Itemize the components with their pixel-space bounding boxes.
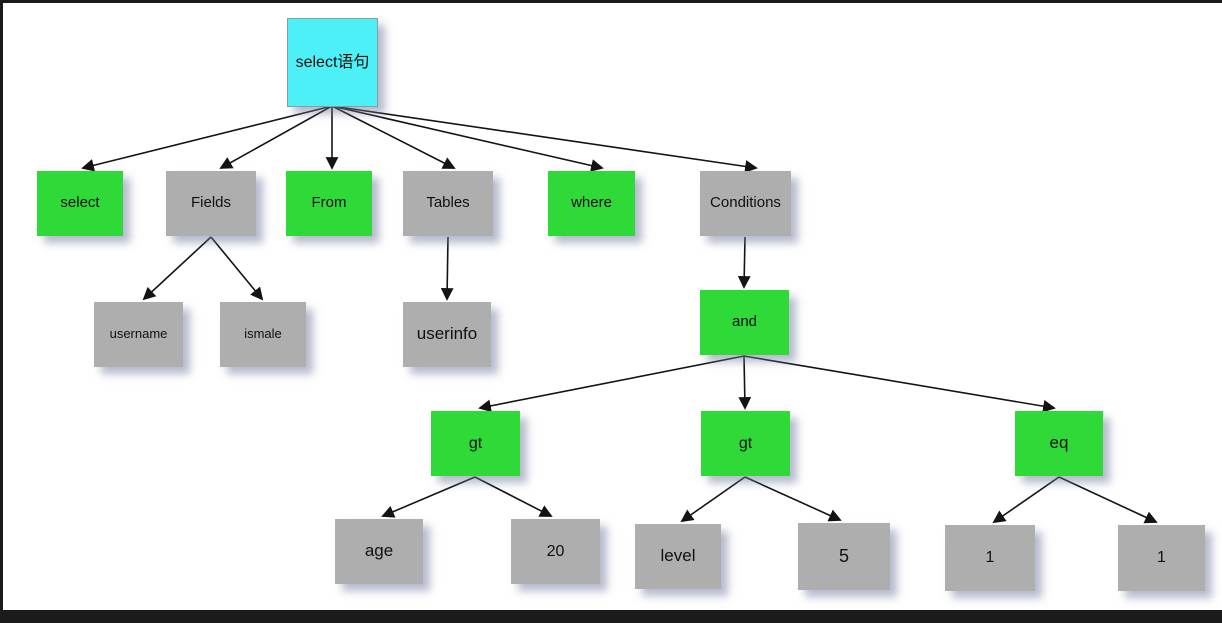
edge-tables-userinfo: [440, 236, 454, 301]
node-tables: Tables: [403, 171, 493, 236]
edge-gt-1-age: [381, 476, 476, 518]
bottom-frame-bar: [3, 610, 1222, 623]
node-eq: eq: [1015, 411, 1103, 476]
tree-edges: [81, 105, 1158, 524]
edge-gt-1-value-20: [474, 476, 553, 517]
edge-root-tables: [331, 105, 456, 169]
edge-gt-2-level: [680, 476, 746, 523]
edge-eq-value-1-right: [1058, 476, 1158, 524]
node-fields: Fields: [166, 171, 256, 236]
node-username: username: [94, 302, 183, 367]
edge-root-select: [81, 105, 333, 172]
edge-root-where: [331, 105, 604, 172]
edge-root-conditions: [331, 105, 758, 173]
node-where: where: [548, 171, 635, 236]
edge-conditions-and: [737, 236, 751, 289]
edge-and-gt-2: [738, 355, 752, 410]
edge-gt-2-value-5: [744, 476, 842, 522]
node-root: select语句: [287, 18, 378, 107]
edge-eq-value-1-left: [992, 476, 1060, 524]
node-gt-1: gt: [431, 411, 520, 476]
node-value-20: 20: [511, 519, 600, 584]
node-value-5: 5: [798, 523, 890, 590]
node-select: select: [37, 171, 123, 236]
node-from: From: [286, 171, 372, 236]
node-conditions: Conditions: [700, 171, 791, 236]
node-level: level: [635, 524, 721, 589]
edge-and-eq: [743, 355, 1056, 413]
edge-fields-ismale: [210, 236, 264, 301]
node-and: and: [700, 290, 789, 355]
edge-and-gt-1: [478, 355, 745, 413]
edge-root-fields: [219, 105, 333, 169]
node-age: age: [335, 519, 423, 584]
node-userinfo: userinfo: [403, 302, 491, 367]
node-gt-2: gt: [701, 411, 790, 476]
node-ismale: ismale: [220, 302, 306, 367]
edge-fields-username: [142, 236, 212, 301]
node-value-1-right: 1: [1118, 525, 1205, 591]
node-value-1-left: 1: [945, 525, 1035, 591]
